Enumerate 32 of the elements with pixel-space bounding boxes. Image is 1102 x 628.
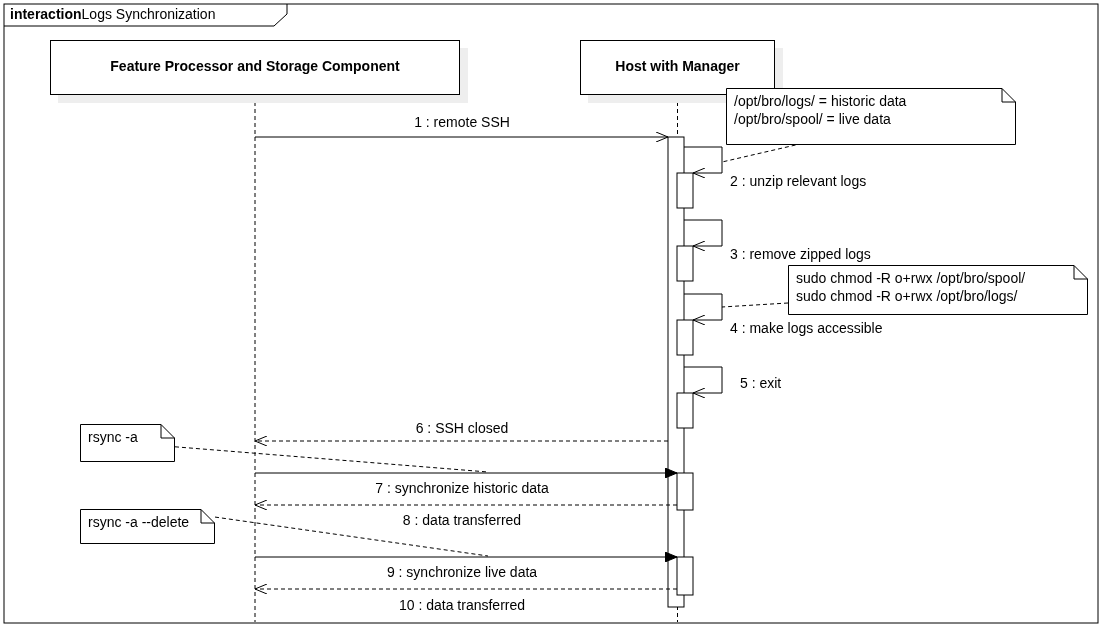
self-message-arrow xyxy=(683,219,723,252)
message-label: 9 : synchronize live data xyxy=(384,564,540,580)
note-text: /opt/bro/spool/ = live data xyxy=(734,110,892,128)
message-label: 2 : unzip relevant logs xyxy=(728,173,869,189)
lifeline-name: Host with Manager xyxy=(615,58,740,74)
message-arrow xyxy=(254,131,669,143)
message-arrow xyxy=(254,551,678,563)
lifeline-name: Feature Processor and Storage Component xyxy=(110,58,400,74)
message-label: 1 : remote SSH xyxy=(412,114,512,130)
return-message-arrow xyxy=(254,583,678,595)
note-text: sudo chmod -R o+rwx /opt/bro/spool/ xyxy=(796,269,1027,287)
message-label: 7 : synchronize historic data xyxy=(373,480,551,496)
message-label: 4 : make logs accessible xyxy=(728,320,885,336)
message-label: 8 : data transferred xyxy=(400,512,524,528)
message-label: 3 : remove zipped logs xyxy=(728,246,873,262)
note-text: /opt/bro/logs/ = historic data xyxy=(734,92,908,110)
note-box xyxy=(726,88,1016,145)
leader-line xyxy=(214,516,489,557)
frame-title: interactionLogs Synchronization xyxy=(10,6,216,22)
return-message-arrow xyxy=(254,499,678,511)
note-text: rsync -a xyxy=(88,428,139,446)
note-text: sudo chmod -R o+rwx /opt/bro/logs/ xyxy=(796,287,1019,305)
leader-line xyxy=(174,446,489,473)
note-text: rsync -a --delete xyxy=(88,513,191,531)
self-message-arrow xyxy=(683,146,723,179)
note-box xyxy=(788,265,1088,315)
self-message-arrow xyxy=(683,293,723,326)
message-label: 5 : exit xyxy=(738,375,784,391)
message-label: 6 : SSH closed xyxy=(413,420,511,436)
self-message-arrow xyxy=(683,366,723,399)
message-arrow xyxy=(254,467,678,479)
return-message-arrow xyxy=(254,435,669,447)
